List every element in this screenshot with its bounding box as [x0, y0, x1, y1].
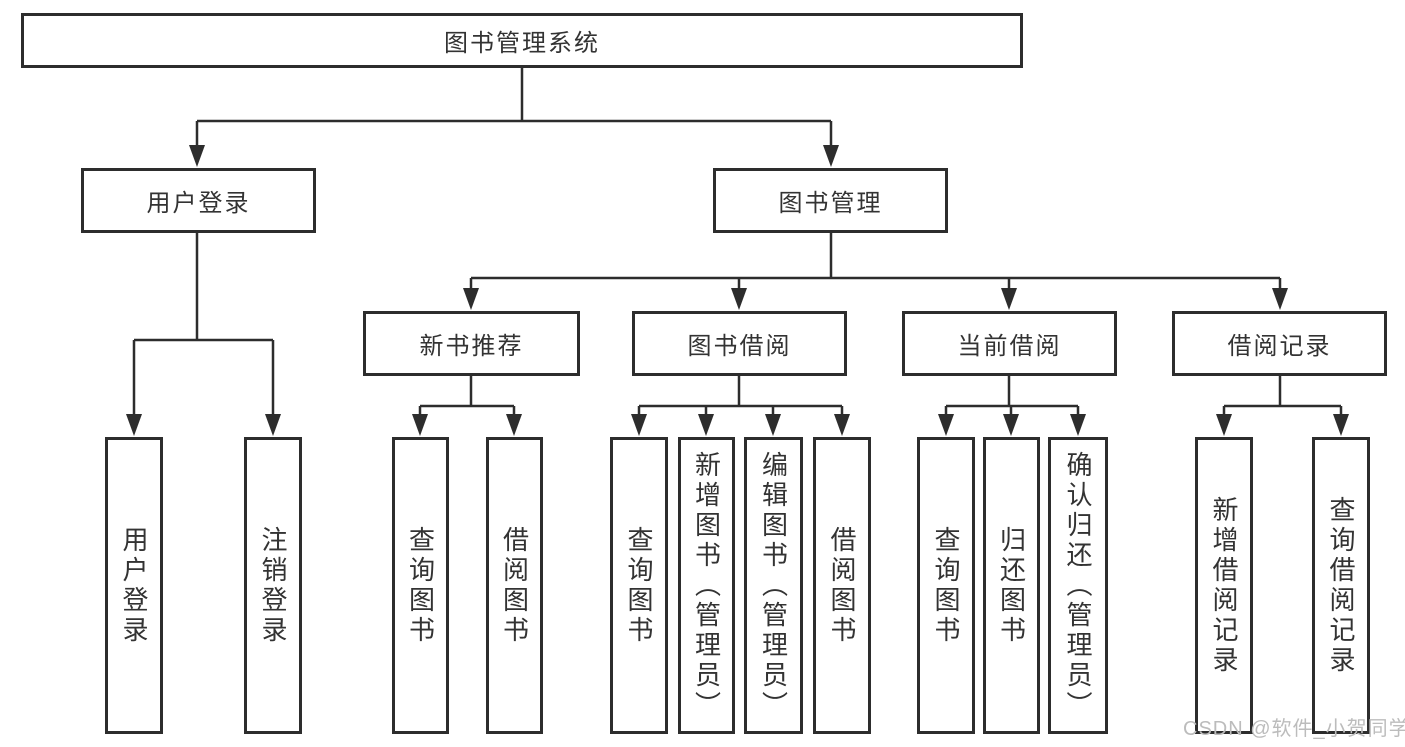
leaf-rec-borrow-book: 借阅图书	[486, 437, 543, 734]
node-current-borrow: 当前借阅	[902, 311, 1117, 376]
leaf-bb-query-book: 查询图书	[610, 437, 668, 734]
node-book-management: 图书管理	[713, 168, 948, 233]
connector-new-book-rec-split	[412, 376, 522, 436]
node-new-book-recommend: 新书推荐	[363, 311, 580, 376]
leaf-br-add-record: 新增借阅记录	[1195, 437, 1253, 734]
connector-current-borrow-split	[938, 376, 1086, 436]
leaf-br-query-record: 查询借阅记录	[1312, 437, 1370, 734]
connector-root-split	[189, 66, 839, 167]
node-root-system: 图书管理系统	[21, 13, 1023, 68]
connector-book-borrow-split	[631, 376, 850, 436]
leaf-cb-confirm-return-admin: 确认归还（管理员）	[1048, 437, 1108, 734]
leaf-rec-query-book: 查询图书	[392, 437, 449, 734]
leaf-bb-borrow-book: 借阅图书	[813, 437, 871, 734]
node-book-borrow: 图书借阅	[632, 311, 847, 376]
csdn-watermark: CSDN @软件_小贺同学	[1183, 718, 1405, 740]
leaf-user-login: 用户登录	[105, 437, 163, 734]
connector-user-login-split	[126, 233, 281, 436]
leaf-cb-query-book: 查询图书	[917, 437, 975, 734]
connector-borrow-records-split	[1216, 376, 1349, 436]
leaf-cb-return-book: 归还图书	[983, 437, 1040, 734]
node-borrow-records: 借阅记录	[1172, 311, 1387, 376]
leaf-bb-edit-book-admin: 编辑图书（管理员）	[744, 437, 803, 734]
leaf-logout: 注销登录	[244, 437, 302, 734]
node-user-login: 用户登录	[81, 168, 316, 233]
leaf-bb-add-book-admin: 新增图书（管理员）	[678, 437, 735, 734]
connector-book-mgmt-split	[463, 233, 1288, 310]
